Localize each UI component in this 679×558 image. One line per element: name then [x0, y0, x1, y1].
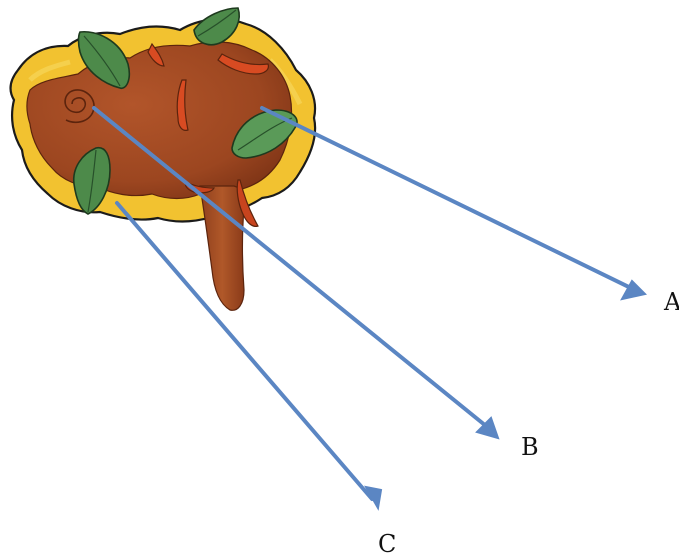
arrow-a-line — [262, 108, 637, 291]
arrow-c-line — [117, 203, 372, 499]
pizza-stem — [200, 186, 245, 310]
label-c: C — [378, 532, 396, 556]
label-b: B — [521, 435, 539, 459]
pizza-illustration — [11, 8, 316, 310]
label-a: A — [664, 290, 679, 314]
